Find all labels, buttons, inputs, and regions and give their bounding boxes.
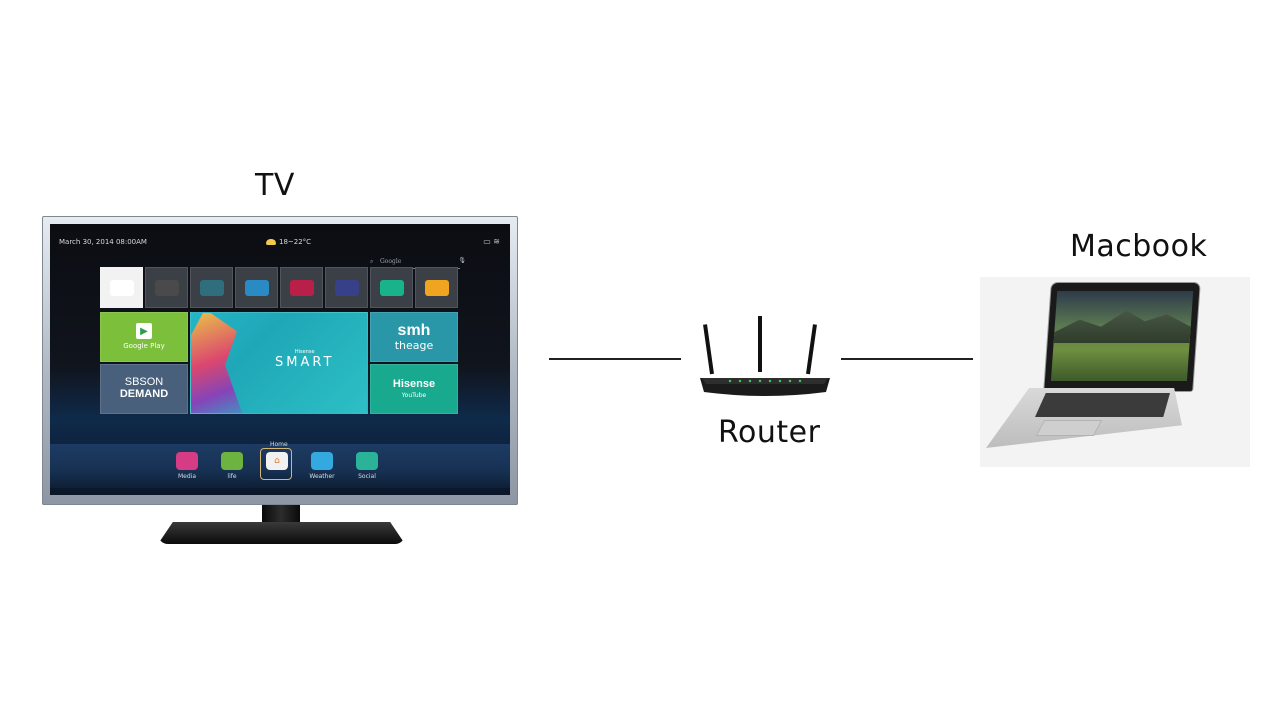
theage-label: theage bbox=[394, 338, 434, 352]
dock-item-3: Weather bbox=[309, 452, 335, 480]
tv-router-connector bbox=[549, 358, 681, 360]
youtube-label: YouTube bbox=[401, 391, 427, 399]
tv-weather-temp: 18~22°C bbox=[279, 238, 312, 246]
app-icon-7 bbox=[424, 279, 449, 296]
dock-item-4: Social bbox=[354, 452, 380, 480]
app-tile-4 bbox=[280, 267, 323, 308]
macbook-trackpad bbox=[1035, 420, 1103, 436]
smh-tile: smh theage bbox=[370, 312, 458, 362]
router-macbook-connector bbox=[841, 358, 973, 360]
tv-date: March 30, 2014 08:00AM bbox=[59, 238, 147, 246]
router-label: Router bbox=[718, 415, 821, 450]
app-icon-5 bbox=[334, 279, 359, 296]
hisense-youtube-tile: Hisense YouTube bbox=[370, 364, 458, 414]
dock-icon-4 bbox=[356, 452, 378, 470]
tv-screen: March 30, 2014 08:00AM 18~22°C ▭ ≋ ⌕ Goo… bbox=[50, 224, 510, 495]
tv-device: March 30, 2014 08:00AM 18~22°C ▭ ≋ ⌕ Goo… bbox=[42, 216, 518, 505]
dock-label-3: Weather bbox=[309, 473, 335, 480]
dock-label-1: life bbox=[227, 473, 237, 480]
sbs-line2: DEMAND bbox=[119, 388, 169, 400]
smart-brand: Hisense bbox=[294, 349, 315, 355]
tv-stand bbox=[158, 522, 405, 544]
tv-weather: 18~22°C bbox=[266, 238, 311, 246]
dock-icon-0 bbox=[176, 452, 198, 470]
dock-icon-3 bbox=[311, 452, 333, 470]
sun-icon bbox=[266, 239, 276, 245]
google-play-label: Google Play bbox=[123, 342, 165, 351]
sbs-on-demand-tile: SBSON DEMAND bbox=[100, 364, 188, 414]
app-icon-0 bbox=[109, 279, 134, 296]
tv-label: TV bbox=[255, 168, 295, 203]
dock-icon-2: ⌂ bbox=[266, 452, 288, 470]
mic-icon: 🎙 bbox=[458, 257, 466, 264]
app-tile-5 bbox=[325, 267, 368, 308]
hisense-smart-tile: Hisense SMART bbox=[190, 312, 368, 414]
app-tile-3 bbox=[235, 267, 278, 308]
google-play-icon: ▶ bbox=[136, 323, 152, 340]
macbook-label: Macbook bbox=[1070, 229, 1208, 264]
macbook-wallpaper bbox=[1054, 307, 1193, 343]
dock-label-4: Social bbox=[358, 473, 376, 480]
dock-label-0: Media bbox=[177, 473, 197, 480]
app-tile-7 bbox=[415, 267, 458, 308]
macbook-screen bbox=[1050, 291, 1194, 381]
search-icon: ⌕ bbox=[370, 258, 374, 265]
hisense-label: Hisense bbox=[392, 378, 436, 391]
tv-neck bbox=[262, 505, 300, 527]
tv-search-placeholder: Google bbox=[380, 258, 402, 265]
smart-title: SMART bbox=[275, 355, 335, 370]
google-play-tile: ▶ Google Play bbox=[100, 312, 188, 362]
dock-item-2: ⌂ bbox=[264, 452, 290, 473]
app-icon-4 bbox=[289, 279, 314, 296]
app-icon-6 bbox=[379, 279, 404, 296]
app-icon-2 bbox=[199, 279, 224, 296]
dock-item-1: life bbox=[219, 452, 245, 480]
smart-art bbox=[191, 313, 245, 413]
dock-item-0: Media bbox=[174, 452, 200, 480]
app-tile-0 bbox=[100, 267, 143, 308]
app-icon-1 bbox=[154, 279, 179, 296]
dock-icon-1 bbox=[221, 452, 243, 470]
sbs-line1: SBSON bbox=[124, 376, 164, 389]
wifi-icon: ▭ ≋ bbox=[483, 237, 500, 246]
smh-label: smh bbox=[397, 321, 431, 339]
app-tile-1 bbox=[145, 267, 188, 308]
app-tile-2 bbox=[190, 267, 233, 308]
app-tile-6 bbox=[370, 267, 413, 308]
macbook-lid bbox=[1044, 283, 1200, 391]
tv-status-bar: March 30, 2014 08:00AM 18~22°C ▭ ≋ bbox=[50, 237, 510, 252]
router-icon bbox=[700, 316, 830, 396]
dock-home-label: Home bbox=[270, 441, 288, 448]
macbook-keyboard bbox=[1035, 393, 1170, 417]
app-icon-3 bbox=[244, 279, 269, 296]
dock-home-frame bbox=[260, 448, 292, 480]
